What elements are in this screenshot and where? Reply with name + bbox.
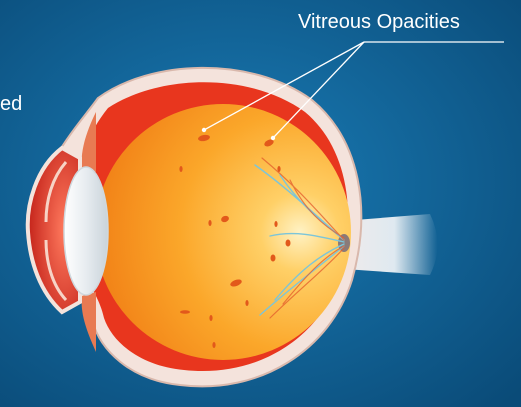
lens: [64, 167, 108, 295]
vitreous-opacities-label: Vitreous Opacities: [298, 11, 510, 34]
callout-dot: [271, 136, 275, 140]
cropped-edge-text: ed: [0, 93, 22, 116]
vitreous-body: [95, 104, 351, 360]
callout-dot: [202, 128, 206, 132]
